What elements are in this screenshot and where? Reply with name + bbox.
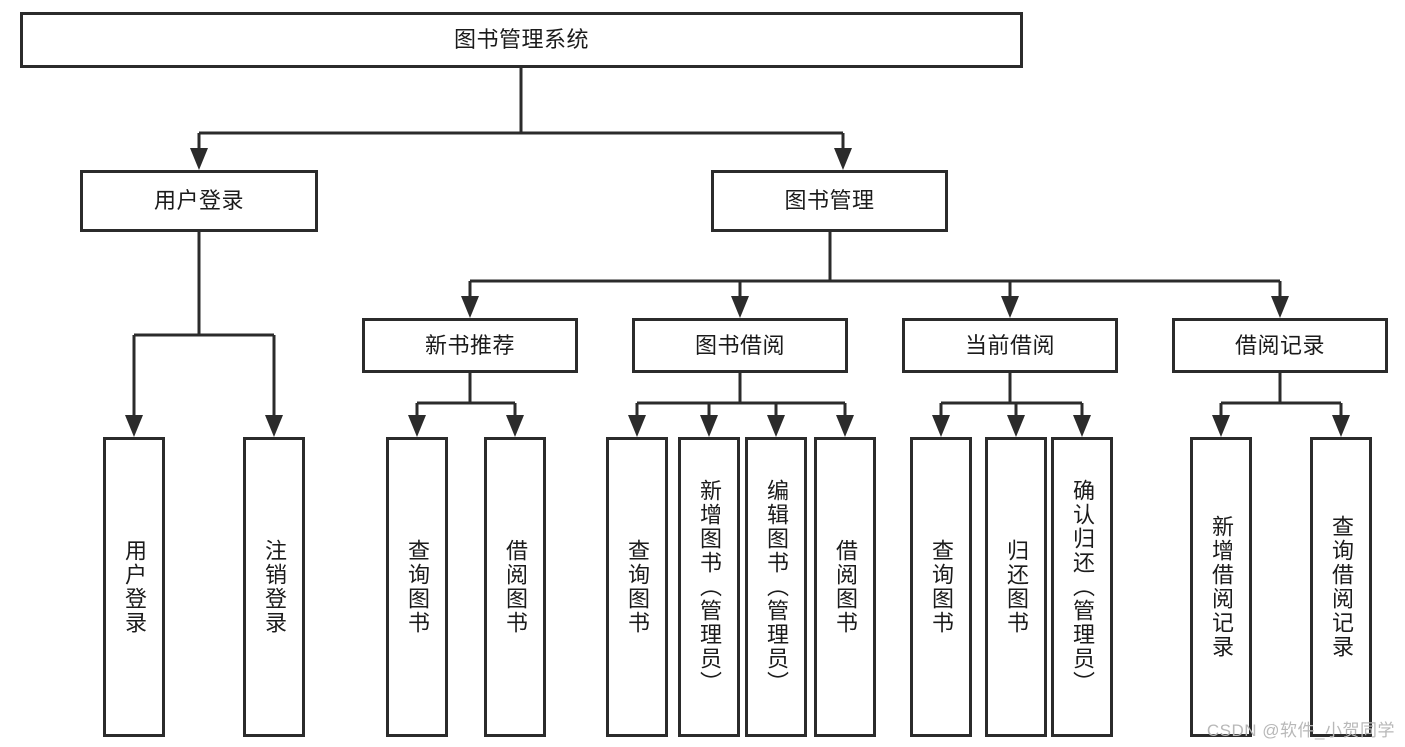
- node-label-leaf-query-book-3: 查询图书: [929, 539, 954, 635]
- watermark: CSDN @软件_小贺同学: [1206, 721, 1395, 740]
- node-label-leaf-query-book-2: 查询图书: [625, 539, 650, 635]
- conn-root-to-level2: [190, 68, 852, 170]
- node-root[interactable]: 图书管理系统: [20, 12, 1023, 68]
- node-book-borrow[interactable]: 图书借阅: [632, 318, 848, 373]
- arrowhead-icon: [767, 415, 785, 437]
- arrowhead-icon: [1212, 415, 1230, 437]
- arrowhead-icon: [408, 415, 426, 437]
- node-current-borrow[interactable]: 当前借阅: [902, 318, 1118, 373]
- conn-book-manage-to-level3: [461, 232, 1289, 318]
- node-label-leaf-add-borrow-record: 新增借阅记录: [1209, 515, 1234, 659]
- arrowhead-icon: [1271, 296, 1289, 318]
- node-label-borrow-record: 借阅记录: [1234, 332, 1325, 358]
- conn-new-book-to-leaves: [408, 373, 524, 437]
- arrowhead-icon: [834, 148, 852, 170]
- arrowhead-icon: [125, 415, 143, 437]
- arrowhead-icon: [1001, 296, 1019, 318]
- conn-borrow-record-to-leaves: [1212, 373, 1350, 437]
- node-leaf-logout-login[interactable]: 注销登录: [243, 437, 305, 737]
- node-label-leaf-add-book: 新增图书（管理员）: [697, 479, 722, 695]
- arrowhead-icon: [836, 415, 854, 437]
- arrowhead-icon: [700, 415, 718, 437]
- node-label-root: 图书管理系统: [453, 27, 589, 52]
- conn-current-borrow-to-leaves: [932, 373, 1091, 437]
- conn-user-login-to-leaves: [125, 232, 283, 437]
- node-label-book-manage: 图书管理: [784, 188, 875, 213]
- node-leaf-user-login[interactable]: 用户登录: [103, 437, 165, 737]
- node-label-leaf-confirm-return: 确认归还（管理员）: [1070, 479, 1095, 695]
- arrowhead-icon: [731, 296, 749, 318]
- node-leaf-add-borrow-record[interactable]: 新增借阅记录: [1190, 437, 1252, 737]
- node-leaf-borrow-book-1[interactable]: 借阅图书: [484, 437, 546, 737]
- node-leaf-query-book-3[interactable]: 查询图书: [910, 437, 972, 737]
- arrowhead-icon: [932, 415, 950, 437]
- node-label-leaf-query-book-1: 查询图书: [405, 539, 430, 635]
- node-leaf-borrow-book-2[interactable]: 借阅图书: [814, 437, 876, 737]
- node-label-current-borrow: 当前借阅: [964, 332, 1055, 358]
- node-leaf-confirm-return[interactable]: 确认归还（管理员）: [1051, 437, 1113, 737]
- arrowhead-icon: [190, 148, 208, 170]
- node-label-leaf-user-login: 用户登录: [122, 539, 147, 635]
- arrowhead-icon: [1007, 415, 1025, 437]
- node-book-manage[interactable]: 图书管理: [711, 170, 948, 232]
- arrowhead-icon: [1073, 415, 1091, 437]
- node-user-login[interactable]: 用户登录: [80, 170, 318, 232]
- arrowhead-icon: [461, 296, 479, 318]
- node-leaf-add-book[interactable]: 新增图书（管理员）: [678, 437, 740, 737]
- node-label-leaf-return-book: 归还图书: [1004, 539, 1029, 635]
- conn-book-borrow-to-leaves: [628, 373, 854, 437]
- node-leaf-query-borrow-record[interactable]: 查询借阅记录: [1310, 437, 1372, 737]
- node-label-leaf-edit-book: 编辑图书（管理员）: [764, 479, 789, 695]
- arrowhead-icon: [265, 415, 283, 437]
- node-label-leaf-borrow-book-1: 借阅图书: [503, 539, 528, 635]
- node-label-user-login: 用户登录: [153, 188, 244, 213]
- arrowhead-icon: [506, 415, 524, 437]
- arrowhead-icon: [628, 415, 646, 437]
- node-label-leaf-borrow-book-2: 借阅图书: [833, 539, 858, 635]
- node-borrow-record[interactable]: 借阅记录: [1172, 318, 1388, 373]
- node-label-leaf-query-borrow-record: 查询借阅记录: [1329, 515, 1354, 659]
- arrowhead-icon: [1332, 415, 1350, 437]
- node-label-leaf-logout-login: 注销登录: [262, 539, 287, 635]
- node-leaf-query-book-1[interactable]: 查询图书: [386, 437, 448, 737]
- node-leaf-return-book[interactable]: 归还图书: [985, 437, 1047, 737]
- node-leaf-edit-book[interactable]: 编辑图书（管理员）: [745, 437, 807, 737]
- node-label-book-borrow: 图书借阅: [694, 332, 785, 358]
- node-leaf-query-book-2[interactable]: 查询图书: [606, 437, 668, 737]
- node-label-new-book-recommend: 新书推荐: [424, 332, 515, 358]
- node-new-book-recommend[interactable]: 新书推荐: [362, 318, 578, 373]
